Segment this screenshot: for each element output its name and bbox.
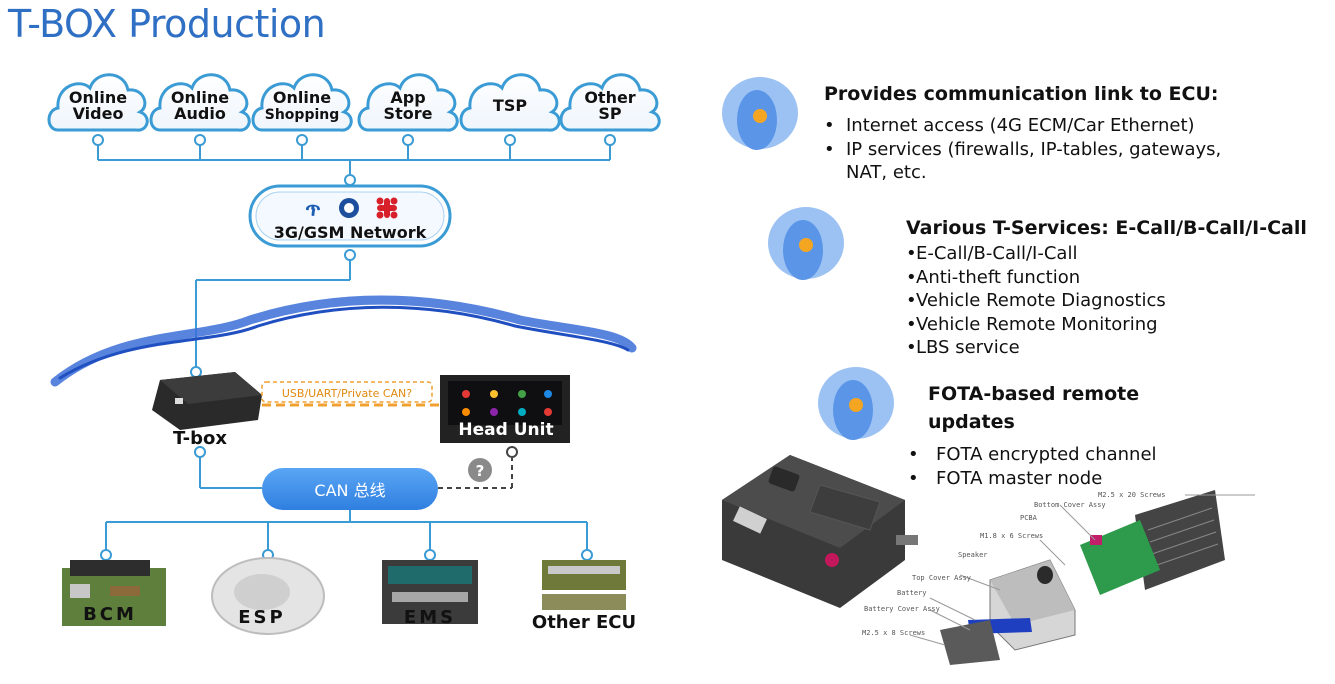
exploded-part-label: PCBA	[1020, 514, 1038, 522]
ecu-labels: BCM ESP EMS Other ECU	[83, 604, 636, 633]
section-1-circle-icon	[722, 77, 798, 150]
cloud-label: Online	[171, 88, 229, 107]
list-item: FOTA master node	[908, 467, 1157, 491]
exploded-part-label: Speaker	[958, 551, 988, 559]
connection-label: USB/UART/Private CAN?	[282, 387, 412, 400]
section-heading: Provides communication link to ECU:	[824, 83, 1219, 105]
exploded-part-label: M1.8 x 6 Screws	[980, 532, 1043, 540]
cloud-label: SP	[598, 104, 622, 123]
cloud-label: Store	[384, 104, 433, 123]
exploded-part-label: Top Cover Assy	[912, 574, 971, 582]
ecu-label-ems: EMS	[404, 607, 456, 628]
tbox-label: T-box	[173, 428, 227, 449]
list-item: Internet access (4G ECM/Car Ethernet)	[824, 114, 1221, 138]
ecu-label-bcm: BCM	[83, 604, 137, 625]
section-t-services: Various T-Services: E-Call/B-Call/I-Call…	[906, 214, 1307, 360]
head-unit-label: Head Unit	[458, 420, 553, 440]
section-2-circle-icon	[768, 207, 844, 280]
section-heading-line-1: FOTA-based remote	[928, 383, 1140, 405]
cloud-label: Video	[73, 104, 124, 123]
exploded-view	[909, 490, 1255, 665]
svg-text:ጥ: ጥ	[305, 197, 320, 221]
list-item: Vehicle Remote Monitoring	[906, 313, 1307, 337]
carrier-logos: ጥ	[305, 197, 398, 221]
ecu-esp	[211, 557, 325, 635]
can-bus-label: CAN 总线	[314, 481, 385, 500]
car-silhouette	[50, 295, 637, 387]
service-clouds: OnlineVideoOnlineAudioOnlineShoppingAppS…	[47, 73, 661, 132]
unknown-device-icon: ?	[476, 462, 485, 480]
exploded-part-label: Battery Cover Assy	[864, 605, 940, 613]
list-item: LBS service	[906, 336, 1307, 360]
network-node: ጥ 3G/GSM Network	[248, 184, 452, 248]
section-3-circle-icon	[818, 367, 894, 440]
list-item: E-Call/B-Call/I-Call	[906, 242, 1307, 266]
can-bus: CAN 总线 ?	[262, 446, 518, 510]
list-item-continuation: NAT, etc.	[846, 162, 927, 183]
cloud-label: TSP	[493, 96, 527, 115]
exploded-part-label: M2.5 x 8 Screws	[862, 629, 925, 637]
cloud-label: Online	[69, 88, 127, 107]
ecu-label-other-ecu: Other ECU	[532, 612, 636, 633]
usb-uart-link: USB/UART/Private CAN?	[261, 381, 440, 407]
cloud-label: App	[390, 88, 425, 107]
cloud-label: Online	[273, 88, 331, 107]
cloud-label: Other	[584, 88, 635, 107]
ecu-label-esp: ESP	[238, 607, 285, 628]
cloud-tsp: TSP	[459, 73, 561, 132]
list-item: IP services (firewalls, IP-tables, gatew…	[824, 138, 1221, 162]
section-communication: Provides communication link to ECU: Inte…	[824, 80, 1221, 185]
head-unit: Head Unit	[440, 375, 570, 443]
exploded-part-label: M2.5 x 20 Screws	[1098, 491, 1165, 499]
exploded-part-label: Battery	[897, 589, 927, 597]
bullet-circles	[722, 77, 894, 440]
network-label: 3G/GSM Network	[274, 223, 427, 242]
section-heading: Various T-Services: E-Call/B-Call/I-Call	[906, 217, 1307, 239]
page-title: T-BOX Production	[8, 2, 326, 46]
list-item: Vehicle Remote Diagnostics	[906, 289, 1307, 313]
list-item: FOTA encrypted channel	[908, 443, 1157, 467]
section-fota-items: FOTA encrypted channel FOTA master node	[908, 443, 1157, 490]
section-heading-line-2: updates	[928, 411, 1015, 433]
ecu-modules	[62, 557, 626, 635]
exploded-part-label: Bottom Cover Assy	[1034, 501, 1106, 509]
list-item: Anti-theft function	[906, 266, 1307, 290]
ecu-ems	[382, 560, 478, 624]
connector-nodes	[92, 134, 616, 561]
ecu-other	[542, 560, 626, 610]
tbox-device: T-box	[152, 372, 262, 449]
ecu-bcm	[62, 560, 166, 626]
section-fota: FOTA-based remote updates	[928, 380, 1139, 436]
tbox-product-image	[722, 455, 918, 608]
cloud-label: Shopping	[265, 107, 340, 123]
cloud-label: Audio	[174, 104, 226, 123]
